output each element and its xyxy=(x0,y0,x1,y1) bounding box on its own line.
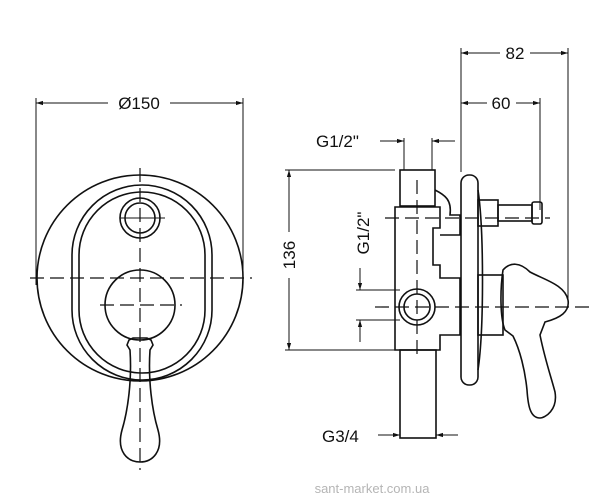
front-view: Ø150 xyxy=(30,94,252,470)
lever-handle xyxy=(119,337,161,463)
bottom-inlet-pipe xyxy=(399,349,437,439)
oval-escutcheon-outer xyxy=(71,184,213,381)
depth-total-label: 82 xyxy=(506,44,525,63)
side-view: 136 G1/2" 82 60 G1/2" xyxy=(280,44,590,446)
oval-escutcheon-inner xyxy=(78,191,206,374)
cover-plate-curve xyxy=(477,189,484,371)
height-label: 136 xyxy=(280,241,299,269)
side-lever-handle xyxy=(500,263,570,419)
bottom-inlet-label: G3/4 xyxy=(322,427,359,446)
depth-diverter-label: 60 xyxy=(492,94,511,113)
top-outlet-label: G1/2" xyxy=(316,132,359,151)
watermark: sant-market.com.ua xyxy=(315,481,431,496)
diameter-label: Ø150 xyxy=(118,94,160,113)
diverter-stem xyxy=(497,204,533,222)
valve-body xyxy=(394,206,461,351)
side-outlet-label: G1/2" xyxy=(354,212,373,255)
handle-sleeve xyxy=(477,274,504,336)
outlet-transition xyxy=(434,189,461,236)
diverter-knob xyxy=(531,201,543,225)
cover-plate-profile xyxy=(460,174,479,386)
